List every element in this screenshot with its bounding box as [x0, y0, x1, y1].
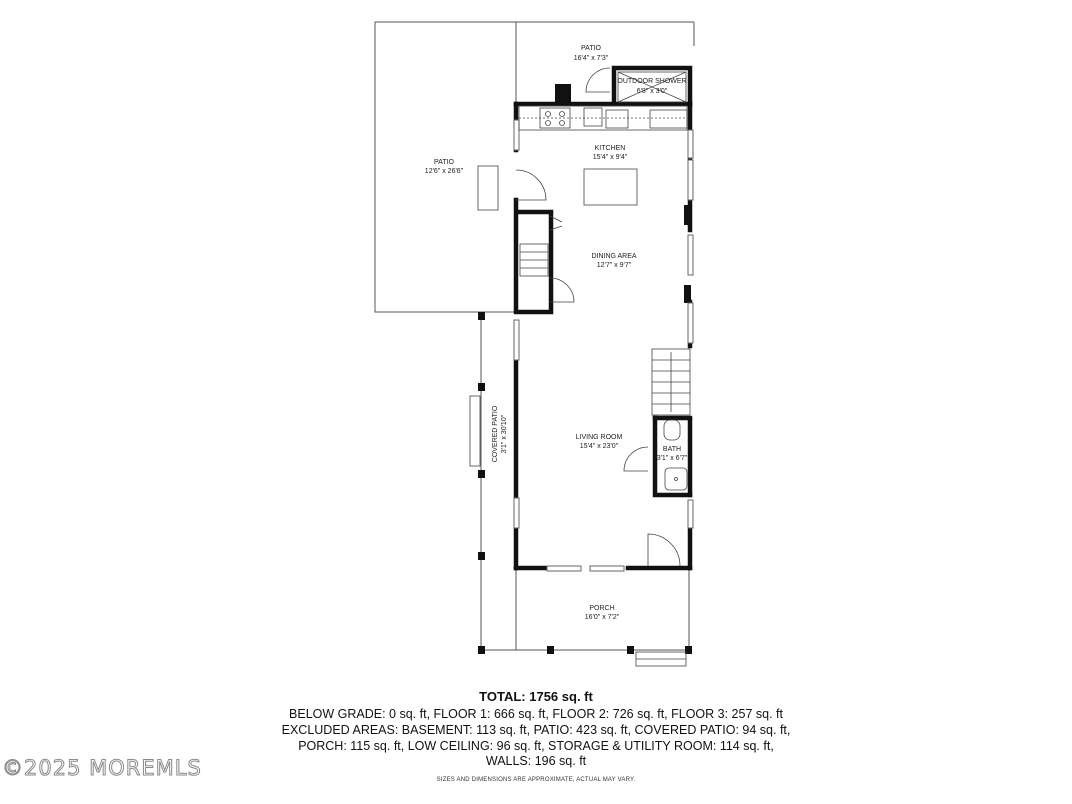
area-breakdown-line-4: WALLS: 196 sq. ft: [485, 754, 587, 768]
room-dims-kitchen: 15'4" x 9'4": [593, 154, 628, 161]
doors: [515, 67, 681, 567]
watermark: ©2025 MOREMLS: [2, 756, 202, 781]
columns: [478, 84, 692, 654]
room-name-living: LIVING ROOM: [576, 434, 623, 441]
room-dims-patio-top: 16'4" x 7'3": [574, 55, 609, 62]
windows: [513, 119, 694, 572]
room-dims-dining: 12'7" x 9'7": [597, 262, 632, 269]
room-name-outdoor-shower: OUTDOOR SHOWER: [617, 78, 686, 85]
outdoor-outlines: [374, 21, 695, 651]
room-dims-bath: 3'1" x 6'7": [657, 455, 688, 462]
room-name-patio-left: PATIO: [434, 159, 455, 166]
area-breakdown-line-3: PORCH: 115 sq. ft, LOW CEILING: 96 sq. f…: [298, 739, 774, 753]
room-labels: PATIO 16'4" x 7'3" OUTDOOR SHOWER 6'8" x…: [425, 45, 688, 621]
room-dims-living: 15'4" x 23'0": [580, 443, 619, 450]
floor-plan: PATIO 16'4" x 7'3" OUTDOOR SHOWER 6'8" x…: [374, 21, 695, 667]
kitchen-fixtures: [518, 105, 688, 206]
room-dims-patio-left: 12'6" x 26'6": [425, 168, 464, 175]
room-dims-outdoor-shower: 6'8" x 3'0": [637, 88, 668, 95]
room-dims-covered-patio: 3'1" x 30'10": [501, 414, 508, 453]
room-name-porch: PORCH: [589, 605, 614, 612]
room-name-kitchen: KITCHEN: [595, 145, 626, 152]
shower-fixture: [617, 71, 687, 103]
room-name-covered-patio: COVERED PATIO: [492, 405, 499, 462]
area-breakdown-line-1: BELOW GRADE: 0 sq. ft, FLOOR 1: 666 sq. …: [289, 707, 783, 721]
stairs: [469, 165, 691, 467]
disclaimer-note: SIZES AND DIMENSIONS ARE APPROXIMATE, AC…: [436, 777, 636, 783]
room-name-bath: BATH: [663, 446, 681, 453]
room-name-dining: DINING AREA: [591, 253, 636, 260]
area-breakdown-line-2: EXCLUDED AREAS: BASEMENT: 113 sq. ft, PA…: [281, 723, 791, 737]
room-name-patio-top: PATIO: [581, 45, 602, 52]
bath-fixtures: [663, 419, 688, 491]
porch-steps: [635, 651, 687, 667]
room-dims-porch: 16'0" x 7'2": [585, 614, 620, 621]
total-area: TOTAL: 1756 sq. ft: [479, 689, 593, 704]
walls: [513, 65, 693, 571]
